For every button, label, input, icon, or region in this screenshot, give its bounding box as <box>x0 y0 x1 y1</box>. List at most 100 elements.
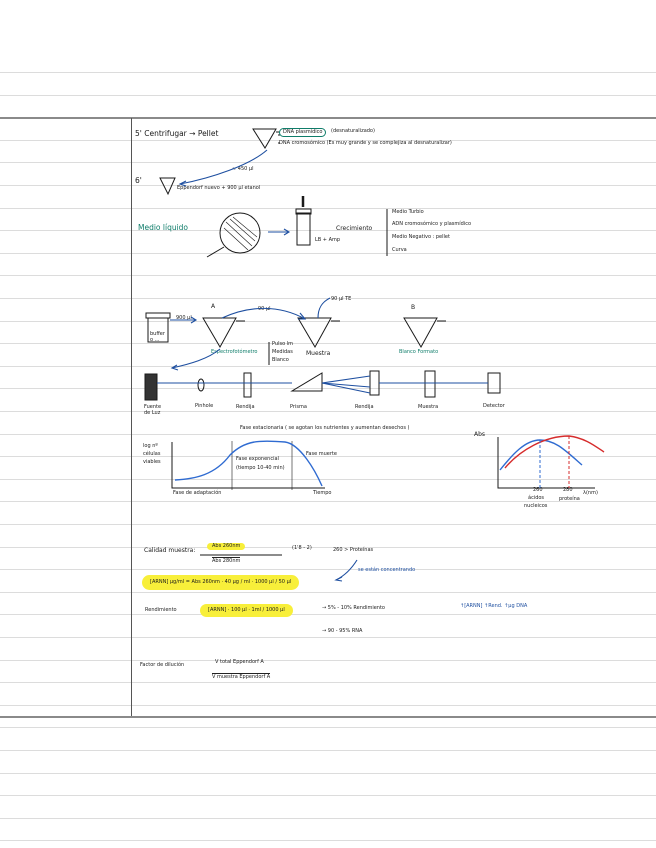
eppendorf-muestra-icon <box>297 317 332 349</box>
abs-tick2-sub: proteína <box>559 496 580 502</box>
eppendorf-icon <box>252 128 277 149</box>
margin-line <box>131 118 132 716</box>
optics-label-7: Detector <box>483 403 505 409</box>
step6-text: Eppendorf nuevo + 900 µl etanol <box>177 185 261 191</box>
ruled-line <box>0 411 656 412</box>
growth-ylabel-1: log nº <box>143 443 158 449</box>
ruled-line <box>0 682 656 683</box>
ruled-line <box>0 140 656 141</box>
ruled-line <box>0 343 656 344</box>
ruled-line <box>0 501 656 502</box>
ruled-line <box>0 750 656 751</box>
step5-line2: DNA cromosómico (Es muy grande y se comp… <box>279 140 452 146</box>
growth-exp-2: (tiempo 10-40 min) <box>236 465 285 471</box>
step5-circled-note: (desnaturalizado) <box>331 128 375 134</box>
abs-ylabel: Abs <box>474 431 486 438</box>
ruled-line <box>0 569 656 570</box>
spectro-b: B <box>411 304 416 311</box>
petri-dish-icon <box>219 212 261 254</box>
spectro-side-3: Blanco <box>272 357 289 363</box>
medio-note-3: Medio Negativo : pellet <box>392 234 450 240</box>
ruled-line <box>0 795 656 796</box>
spectro-vol-te: 90 µl TE <box>331 296 352 302</box>
optics-label-2: Pinhole <box>195 403 214 409</box>
ruled-line <box>0 388 656 389</box>
step6-label: 6' <box>135 176 142 185</box>
growth-ylabel-2: células <box>143 451 161 457</box>
spectro-muestra: Muestra <box>306 350 331 357</box>
optics-label-1: Fuente de Luz <box>144 404 162 416</box>
ruled-line <box>0 253 656 254</box>
optics-label-4: Prisma <box>290 404 307 410</box>
prism-icon <box>290 372 323 392</box>
step5-circled: DNA plasmídico <box>279 128 327 137</box>
calidad-den: Abs 280nm <box>212 557 241 564</box>
calidad-note: 260 > Proteínas <box>333 547 374 553</box>
calidad-label: Calidad muestra: <box>144 547 196 554</box>
ruled-line <box>0 479 656 480</box>
rendimiento-r2: → 90 - 95% RNA <box>322 628 363 634</box>
ruled-line <box>0 208 656 209</box>
growth-tiempo: Tiempo <box>313 490 332 496</box>
calidad-range: (1'8 - 2) <box>292 545 312 551</box>
ruled-line <box>0 592 656 593</box>
spectro-side-2: Medidas <box>272 349 293 355</box>
calidad-arrow-note: se están concentrando <box>358 567 416 573</box>
ruled-line <box>0 230 656 231</box>
light-source-icon <box>144 373 158 401</box>
abs-tick1-sub2: nucleicos <box>524 503 548 509</box>
ruled-line <box>0 366 656 367</box>
abs-tick1-sub1: ácidos <box>528 495 545 501</box>
ruled-line <box>0 162 656 163</box>
rendimiento-note: ↑[ARNN] ↑Rend. ↑µg DNA <box>460 603 528 609</box>
top-rule <box>0 117 656 119</box>
step5-volume: ≈ 450 µl <box>232 166 254 172</box>
abs-xlabel: λ(nm) <box>583 490 598 496</box>
rendimiento-formula: [ARNN] · 100 µl · 1ml / 1000 µl <box>200 604 293 617</box>
spectro-vol-left: 900 µl <box>176 315 192 321</box>
factor-num: V total Eppendorf A <box>215 659 264 665</box>
ruled-line <box>0 72 656 73</box>
step5-label: 5' Centrifugar → Pellet <box>135 129 219 138</box>
ruled-line <box>0 95 656 96</box>
falcon-tube-icon <box>296 212 311 246</box>
ruled-line <box>0 660 656 661</box>
ruled-line <box>0 773 656 774</box>
ruled-line <box>0 840 656 841</box>
slit-icon <box>369 370 380 396</box>
ruled-line <box>0 727 656 728</box>
tube-icon <box>147 317 169 343</box>
abs-series-protein <box>504 435 605 469</box>
abs-series-nucleic <box>499 439 583 471</box>
eppendorf-a-icon <box>202 317 237 349</box>
ruled-line <box>0 705 656 706</box>
detector-icon <box>487 372 501 394</box>
abs-tick1: 260 <box>533 487 543 493</box>
spectro-tube-label: buffer o ... <box>150 331 165 343</box>
calidad-num: Abs 260nm <box>207 543 246 550</box>
rendimiento-label: Rendimiento <box>145 607 177 613</box>
spectro-a: A <box>211 303 216 310</box>
ruled-line <box>0 456 656 457</box>
factor-label: Factor de dilución <box>140 662 185 668</box>
sample-cuvette-icon <box>424 370 436 398</box>
calidad-concentration: [ARNN] µg/ml = Abs 260nm · 40 µg / ml · … <box>142 575 300 590</box>
growth-lag: Fase de adaptación <box>173 490 222 496</box>
ruled-line <box>0 321 656 322</box>
rendimiento-r1: → 5% - 10% Rendimiento <box>322 605 385 611</box>
medio-note-1: Medio Turbio <box>392 209 424 215</box>
optics-label-6: Muestra <box>418 404 439 410</box>
ruled-line <box>0 547 656 548</box>
abs-tick2: 280 <box>563 487 573 493</box>
factor-den: V muestra Eppendorf A <box>212 673 271 680</box>
ruled-line <box>0 434 656 435</box>
pinhole-icon <box>197 378 205 392</box>
medio-note-2: ADN cromosómico y plasmídico <box>392 221 472 227</box>
eppendorf-b-icon <box>403 317 438 349</box>
bottom-rule <box>0 716 656 718</box>
growth-exp-1: Fase exponencial <box>236 456 279 462</box>
growth-fase: Fase estacionaria ( se agotan los nutrie… <box>240 425 410 431</box>
medio-tube-label: LB + Amp <box>315 237 341 243</box>
spectro-vol-mid: 90 µl <box>258 306 271 312</box>
